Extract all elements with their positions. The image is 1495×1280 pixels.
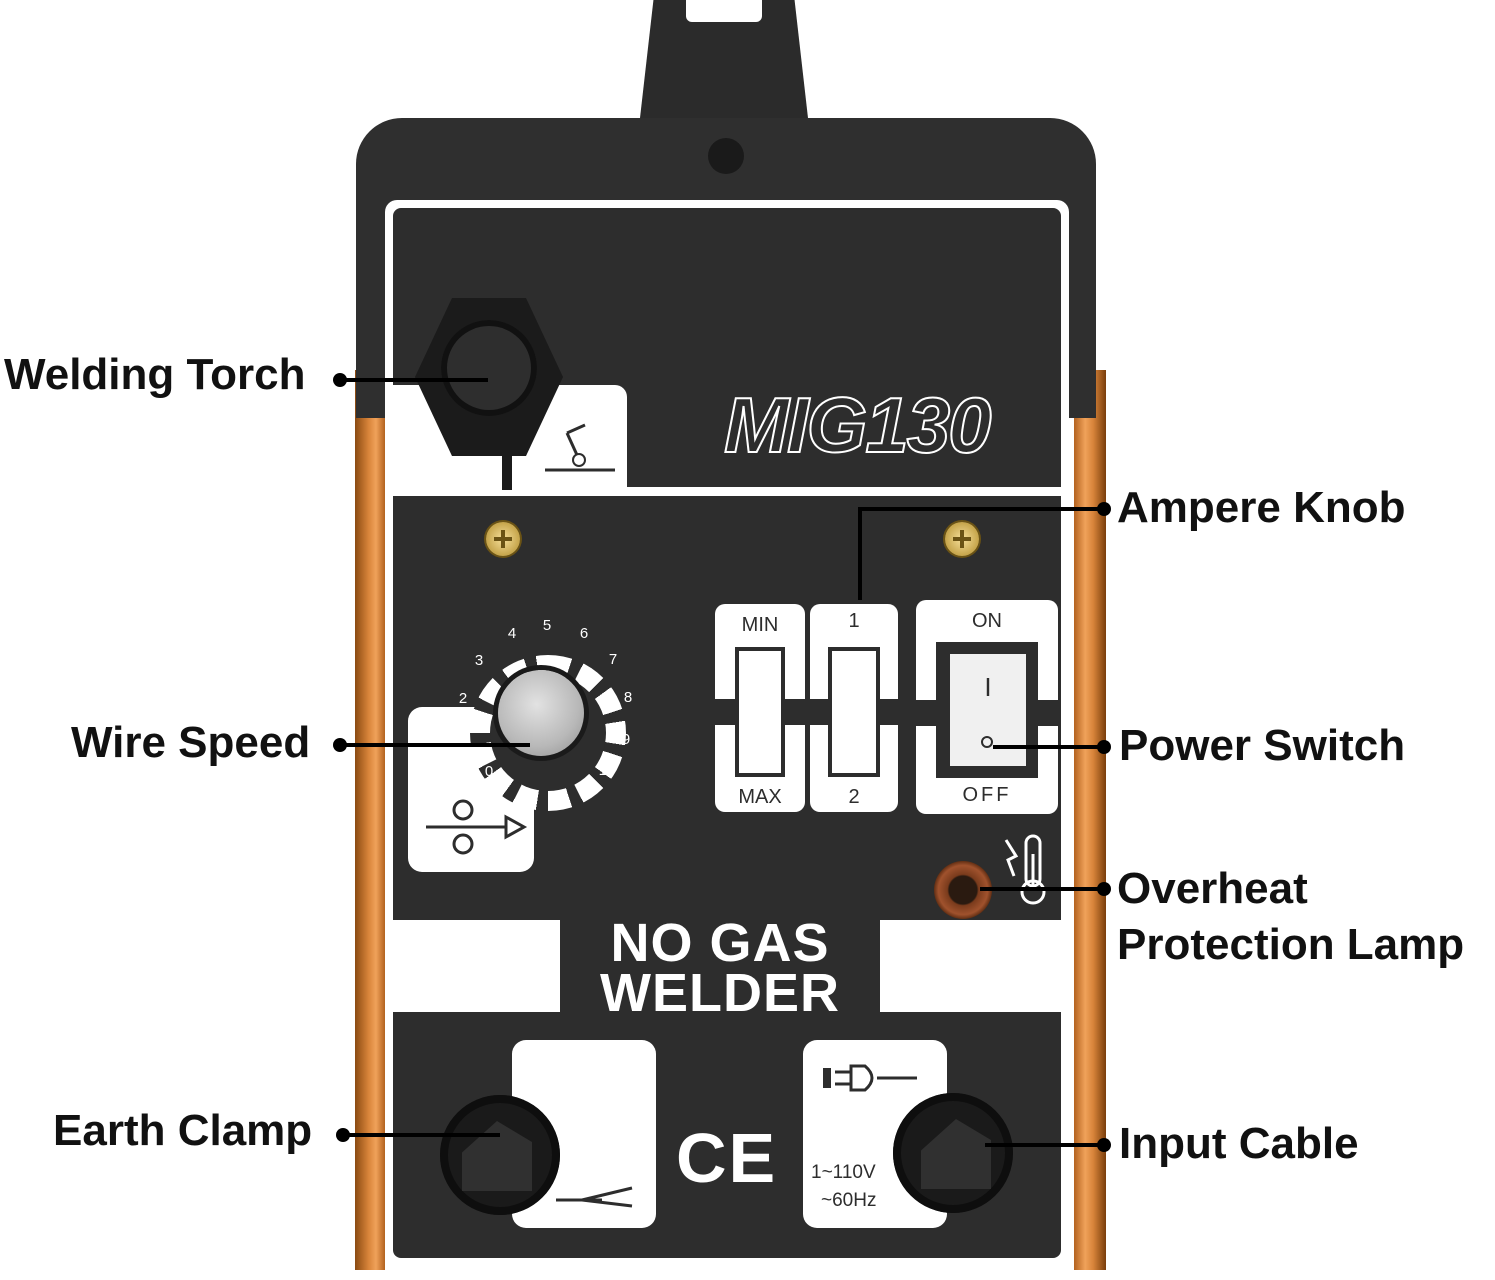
tagline-line-2: WELDER (600, 963, 840, 1023)
power-plug-icon (823, 1064, 917, 1092)
dial-number: 1 (464, 732, 474, 749)
thermometer-icon (1004, 834, 1046, 905)
ampere-knob-switch[interactable] (828, 647, 880, 777)
panel-divider (393, 487, 1061, 496)
earth-clamp-socket[interactable] (440, 1095, 560, 1215)
dial-number: 7 (608, 651, 618, 668)
power-off-label: OFF (962, 784, 1012, 806)
callout-overheat-line-2: Protection Lamp (1117, 920, 1465, 969)
dial-number: 3 (474, 652, 484, 669)
input-cable-socket[interactable] (893, 1093, 1013, 1213)
ampere-switch-panel: 1 2 (810, 604, 898, 812)
callout-welding-torch: Welding Torch (4, 350, 306, 399)
power-switch-bezel: I (936, 642, 1038, 778)
welding-gun-icon (545, 423, 615, 472)
tagline-line-1: NO GAS (610, 913, 830, 973)
handle-slot (686, 0, 762, 22)
ampere-position-2: 2 (848, 786, 860, 808)
right-side-panel (1074, 370, 1106, 1270)
dial-number: 9 (621, 731, 631, 748)
callout-line (343, 1133, 500, 1137)
ampere-position-1: 1 (848, 610, 860, 632)
power-switch[interactable]: I (950, 654, 1026, 766)
power-off-mark (981, 736, 993, 748)
callout-earth-clamp: Earth Clamp (53, 1106, 313, 1155)
dial-number: 4 (507, 625, 517, 642)
dial-number: 8 (623, 689, 633, 706)
callout-line (858, 507, 862, 600)
screw-icon (945, 522, 979, 556)
range-switch-panel: MIN MAX (715, 604, 805, 812)
callout-line (858, 507, 1102, 511)
dial-number: 0 (484, 763, 494, 780)
callout-dot (1097, 1138, 1111, 1152)
range-min-label: MIN (741, 614, 779, 636)
callout-overheat-line-1: Overheat (1117, 864, 1308, 913)
power-on-label: ON (972, 610, 1002, 632)
callout-dot (1097, 740, 1111, 754)
callout-power-switch: Power Switch (1119, 721, 1406, 770)
wire-speed-knob[interactable] (498, 670, 584, 756)
torch-cable-stem (502, 446, 512, 490)
callout-line (993, 745, 1101, 749)
tagline-plate: NO GAS WELDER (560, 910, 880, 1022)
cover-notch (708, 138, 744, 174)
left-side-panel (355, 370, 385, 1270)
power-on-mark: I (984, 672, 992, 702)
callout-dot (1097, 882, 1111, 896)
welding-torch-socket[interactable] (441, 320, 537, 416)
earth-clamp-icon (556, 1186, 633, 1208)
callout-dot (1097, 502, 1111, 516)
socket-insert (921, 1119, 991, 1189)
dial-number: 10 (598, 762, 616, 779)
input-frequency: ~60Hz (821, 1190, 877, 1211)
model-badge: MIG130 (723, 380, 992, 471)
dial-number: 6 (579, 625, 589, 642)
callout-line (340, 378, 488, 382)
callout-line (985, 1143, 1101, 1147)
model-name: MIG130 (723, 380, 992, 470)
callout-wire-speed: Wire Speed (71, 718, 311, 767)
range-max-label: MAX (738, 786, 782, 808)
callout-line (980, 887, 1102, 891)
power-switch-panel: ON I OFF (916, 600, 1058, 814)
wire-feed-icon (426, 799, 528, 855)
callout-line (340, 743, 530, 747)
callout-input-cable: Input Cable (1119, 1119, 1359, 1168)
callout-ampere-knob: Ampere Knob (1117, 483, 1406, 532)
screw-icon (486, 522, 520, 556)
socket-insert (462, 1121, 532, 1191)
input-voltage: 1~110V (811, 1162, 876, 1183)
range-rocker[interactable] (735, 647, 785, 777)
dial-number: 2 (458, 690, 468, 707)
ce-mark: CE (676, 1119, 778, 1197)
dial-number: 5 (542, 617, 552, 634)
